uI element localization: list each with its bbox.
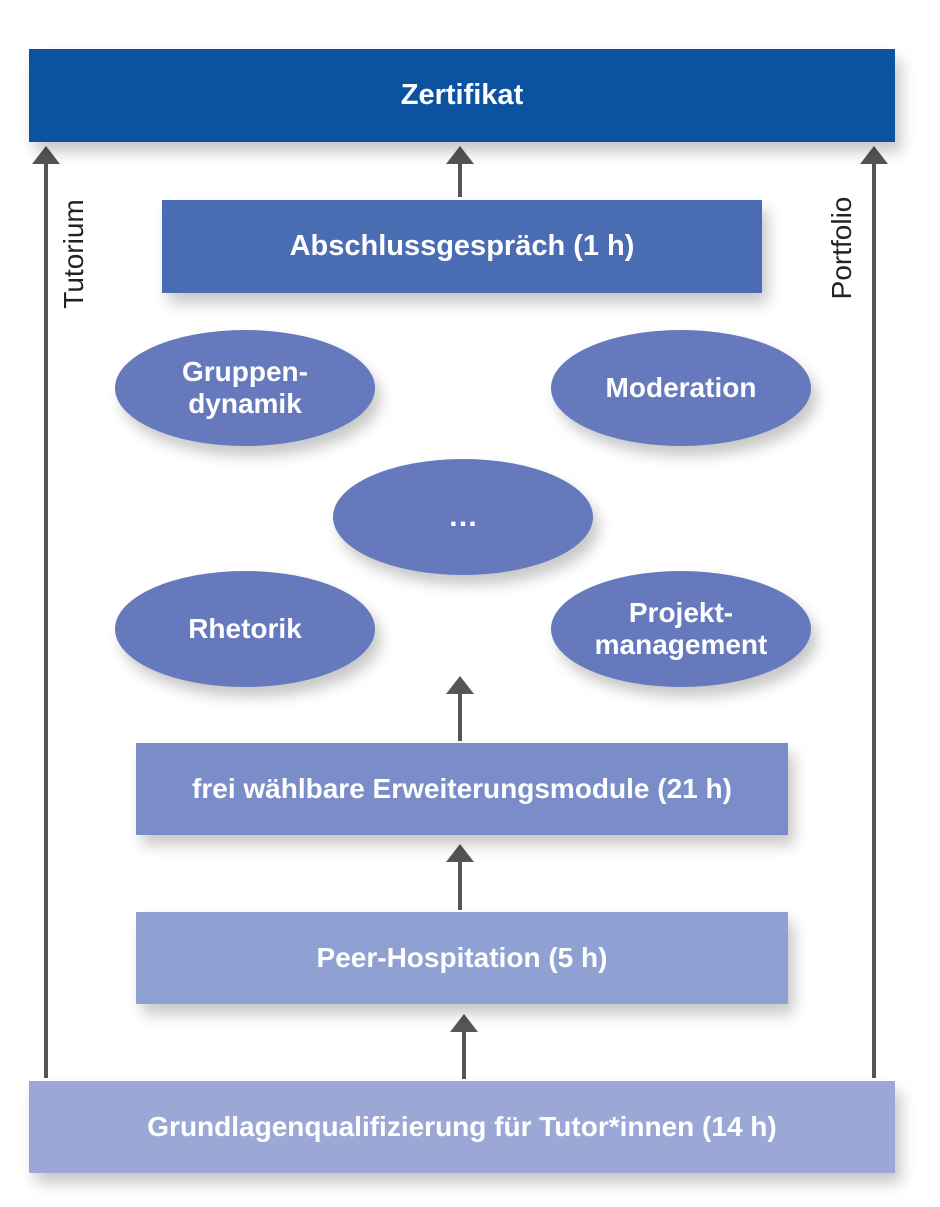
arrow-base-to-peer [450,1014,478,1079]
base-qualification-bar: Grundlagenqualifizierung für Tutor*innen… [29,1081,895,1173]
module-moderation: Moderation [551,330,811,446]
right-arrow [860,146,888,1078]
closing-conversation-box: Abschlussgespräch (1 h) [162,200,762,293]
module-gruppendynamik: Gruppen- dynamik [115,330,375,446]
extension-modules-label: frei wählbare Erweiterungsmodule (21 h) [192,773,732,804]
module-projektmanagement-label: Projekt- management [594,596,768,660]
certificate-bar: Zertifikat [29,49,895,142]
module-more-label: … [448,499,478,533]
module-rhetorik-label: Rhetorik [188,612,302,644]
portfolio-label: Portfolio [826,196,857,300]
module-rhetorik: Rhetorik [115,571,375,687]
closing-conversation-label: Abschlussgespräch (1 h) [289,230,635,262]
arrow-peer-to-extension [446,844,474,910]
arrow-extension-to-modules [446,676,474,741]
module-more: … [333,459,593,575]
extension-modules-box: frei wählbare Erweiterungsmodule (21 h) [136,743,788,835]
base-qualification-label: Grundlagenqualifizierung für Tutor*innen… [147,1111,777,1142]
module-projektmanagement: Projekt- management [551,571,811,687]
certificate-label: Zertifikat [400,79,524,111]
tutorium-label: Tutorium [58,199,89,309]
module-moderation-label: Moderation [605,371,757,403]
module-gruppendynamik-label: Gruppen- dynamik [182,355,308,419]
peer-hospitation-label: Peer-Hospitation (5 h) [316,942,608,973]
arrow-closing-to-top [446,146,474,197]
peer-hospitation-box: Peer-Hospitation (5 h) [136,912,788,1004]
left-arrow [32,146,60,1078]
